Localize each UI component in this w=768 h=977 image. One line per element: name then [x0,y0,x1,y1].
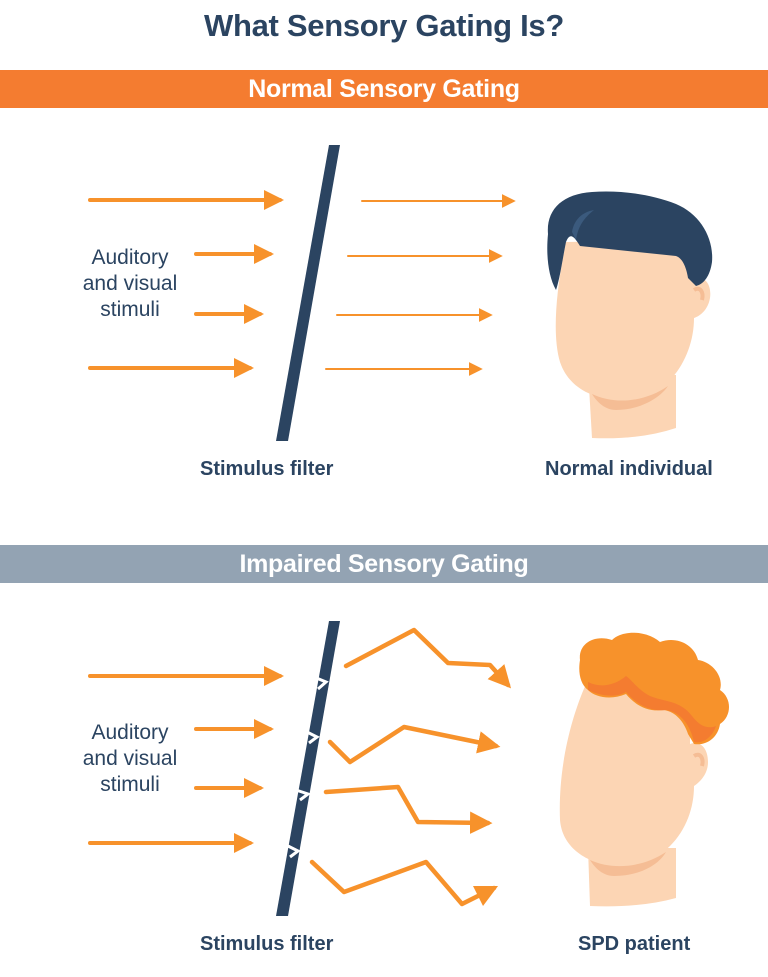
orange-hair-head-icon [559,632,729,907]
spd-ear-detail [692,752,705,767]
normal-ear-detail [692,286,705,301]
normal-jaw-shadow [592,386,668,410]
stimuli-label-line: stimuli [100,298,160,321]
filter-crack-2 [304,729,320,745]
stimuli-label-line: and visual [82,747,178,770]
filter-crack-1 [313,675,329,691]
filter-cracks [285,675,329,859]
impaired-filter-caption: Stimulus filter [200,933,334,955]
normal-banner-label: Normal Sensory Gating [248,75,520,103]
impaired-gating-banner: Impaired Sensory Gating [0,545,768,583]
normal-stimuli-label: Auditory and visual stimuli [60,245,200,323]
normal-filter-caption: Stimulus filter [200,458,334,480]
filter-crack-3 [295,788,312,802]
impaired-incoming-arrows [88,666,284,853]
normal-face [555,240,711,401]
dark-hair-head-icon [547,191,713,439]
normal-person-caption: Normal individual [545,458,713,480]
normal-gating-banner: Normal Sensory Gating [0,70,768,108]
normal-incoming-arrows [88,190,284,378]
filter-crack-4 [285,843,301,859]
impaired-stimulus-filter [276,621,340,916]
normal-stimulus-filter [276,145,340,441]
impaired-scattered-arrows [309,627,512,907]
stimuli-label-line: Auditory [91,721,169,744]
normal-filtered-arrows [325,194,516,376]
impaired-stimuli-label: Auditory and visual stimuli [60,720,200,798]
scattered-arrow-2 [327,724,501,765]
stimuli-label-line: stimuli [100,773,160,796]
stimuli-label-line: and visual [82,272,178,295]
stimuli-label-line: Auditory [91,246,169,269]
impaired-banner-label: Impaired Sensory Gating [239,550,529,578]
scattered-arrow-3 [323,784,493,834]
spd-hair-shade [588,676,716,743]
scattered-arrow-4 [309,859,499,907]
impaired-person-caption: SPD patient [578,933,691,955]
normal-hair [547,191,713,290]
normal-hair-highlight [572,210,594,240]
spd-jaw-shadow [590,852,666,876]
page-title: What Sensory Gating Is? [204,8,564,43]
spd-face [559,684,708,867]
scattered-arrow-1 [343,627,512,689]
